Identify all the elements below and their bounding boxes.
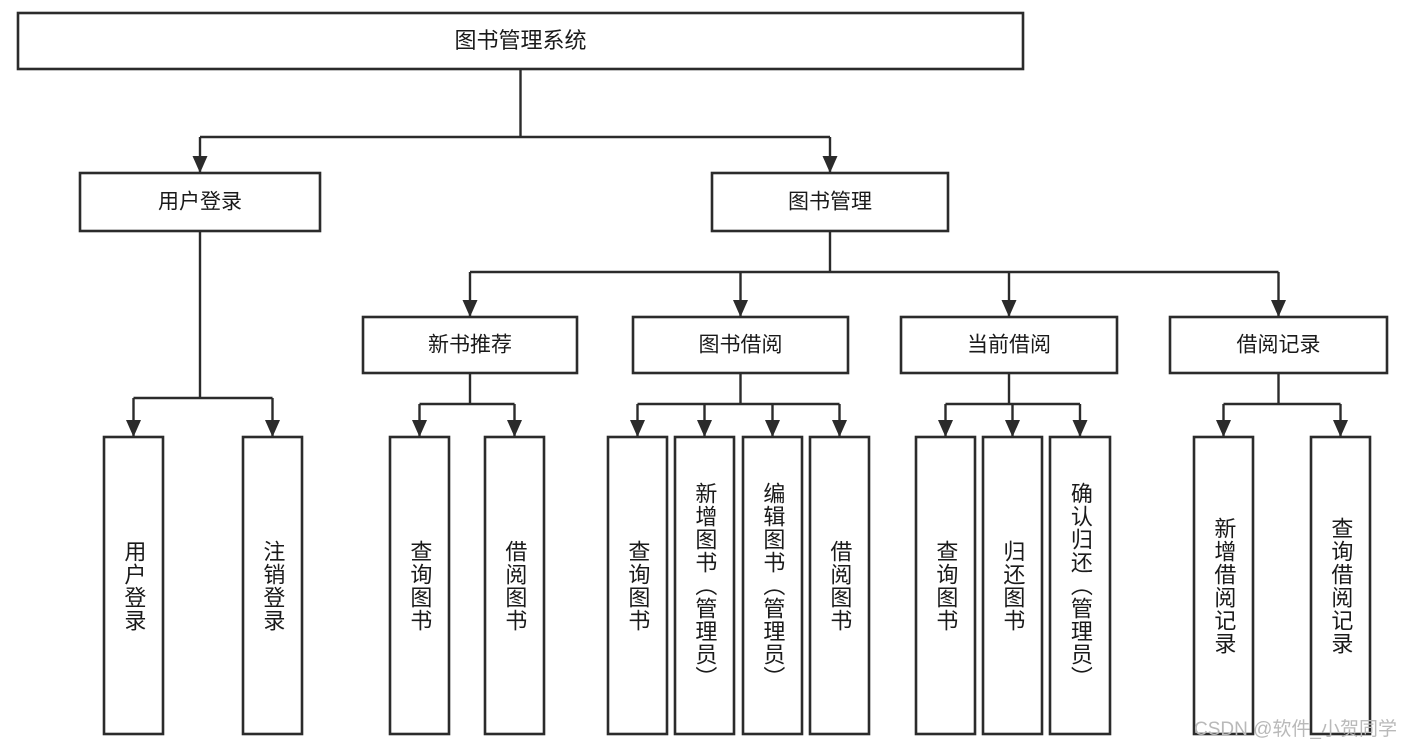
node-borrow-record[interactable]: 借阅记录 [1168, 315, 1389, 375]
node-current-borrow-box[interactable] [899, 315, 1119, 375]
node-leaf-query-book-1[interactable] [388, 435, 451, 736]
arrow-head-icon [462, 300, 478, 317]
node-current-borrow-label: 当前借阅 [967, 334, 1051, 357]
node-root[interactable]: 图书管理系统 [16, 11, 1025, 71]
node-leaf-user-login[interactable] [102, 435, 165, 736]
node-book-borrow-label: 图书借阅 [699, 334, 783, 357]
node-leaf-query-book-2[interactable] [606, 435, 669, 736]
arrow-head-icon [822, 156, 838, 173]
node-root-box[interactable] [16, 11, 1025, 71]
node-leaf-edit-book-box[interactable] [741, 435, 804, 736]
node-leaf-query-book-3[interactable] [914, 435, 977, 736]
node-leaf-confirm-return[interactable] [1048, 435, 1112, 736]
node-leaf-return-book-box[interactable] [981, 435, 1044, 736]
arrow-head-icon [412, 420, 427, 437]
node-leaf-add-book[interactable] [673, 435, 736, 736]
arrow-head-icon [697, 420, 712, 437]
node-current-borrow[interactable]: 当前借阅 [899, 315, 1119, 375]
node-leaf-edit-book[interactable] [741, 435, 804, 736]
arrow-head-icon [1271, 300, 1286, 317]
node-book-manage-box[interactable] [710, 171, 950, 233]
arrow-head-icon [1072, 420, 1088, 437]
node-new-book-recommend-label: 新书推荐 [428, 334, 512, 357]
arrow-head-icon [265, 420, 280, 437]
node-user-login-box[interactable] [78, 171, 322, 233]
arrow-head-icon [1001, 300, 1017, 317]
node-leaf-user-login-box[interactable] [102, 435, 165, 736]
arrow-head-icon [630, 420, 645, 437]
node-leaf-return-book[interactable] [981, 435, 1044, 736]
node-leaf-borrow-book-2[interactable] [808, 435, 871, 736]
node-leaf-query-book-1-box[interactable] [388, 435, 451, 736]
node-book-borrow-box[interactable] [631, 315, 850, 375]
node-user-login-label: 用户登录 [158, 191, 242, 214]
node-leaf-borrow-book-1-box[interactable] [483, 435, 546, 736]
node-leaf-query-record[interactable] [1309, 435, 1372, 736]
node-book-borrow[interactable]: 图书借阅 [631, 315, 850, 375]
node-borrow-record-label: 借阅记录 [1237, 334, 1321, 357]
node-leaf-confirm-return-box[interactable] [1048, 435, 1112, 736]
arrow-head-icon [733, 300, 748, 317]
node-book-manage[interactable]: 图书管理 [710, 171, 950, 233]
node-user-login[interactable]: 用户登录 [78, 171, 322, 233]
node-book-manage-label: 图书管理 [788, 191, 872, 214]
node-leaf-query-book-3-box[interactable] [914, 435, 977, 736]
arrow-head-icon [1333, 420, 1348, 437]
node-leaf-borrow-book-2-box[interactable] [808, 435, 871, 736]
edges-layer [126, 69, 1348, 437]
node-new-book-recommend-box[interactable] [361, 315, 579, 375]
arrow-head-icon [832, 420, 847, 437]
watermark-text: CSDN @软件_小贺同学 [1194, 719, 1397, 740]
node-leaf-user-logout-box[interactable] [241, 435, 304, 736]
arrow-head-icon [507, 420, 522, 437]
arrow-head-icon [192, 156, 208, 173]
node-leaf-add-record-box[interactable] [1192, 435, 1255, 736]
arrow-head-icon [1005, 420, 1020, 437]
node-borrow-record-box[interactable] [1168, 315, 1389, 375]
arrow-head-icon [765, 420, 780, 437]
node-leaf-query-book-2-box[interactable] [606, 435, 669, 736]
node-leaf-add-book-box[interactable] [673, 435, 736, 736]
arrow-head-icon [938, 420, 953, 437]
node-new-book-recommend[interactable]: 新书推荐 [361, 315, 579, 375]
node-leaf-query-record-box[interactable] [1309, 435, 1372, 736]
node-leaf-add-record[interactable] [1192, 435, 1255, 736]
arrow-head-icon [1216, 420, 1231, 437]
node-leaf-user-logout[interactable] [241, 435, 304, 736]
arrow-head-icon [126, 420, 141, 437]
node-root-label: 图书管理系统 [454, 28, 586, 53]
node-leaf-borrow-book-1[interactable] [483, 435, 546, 736]
